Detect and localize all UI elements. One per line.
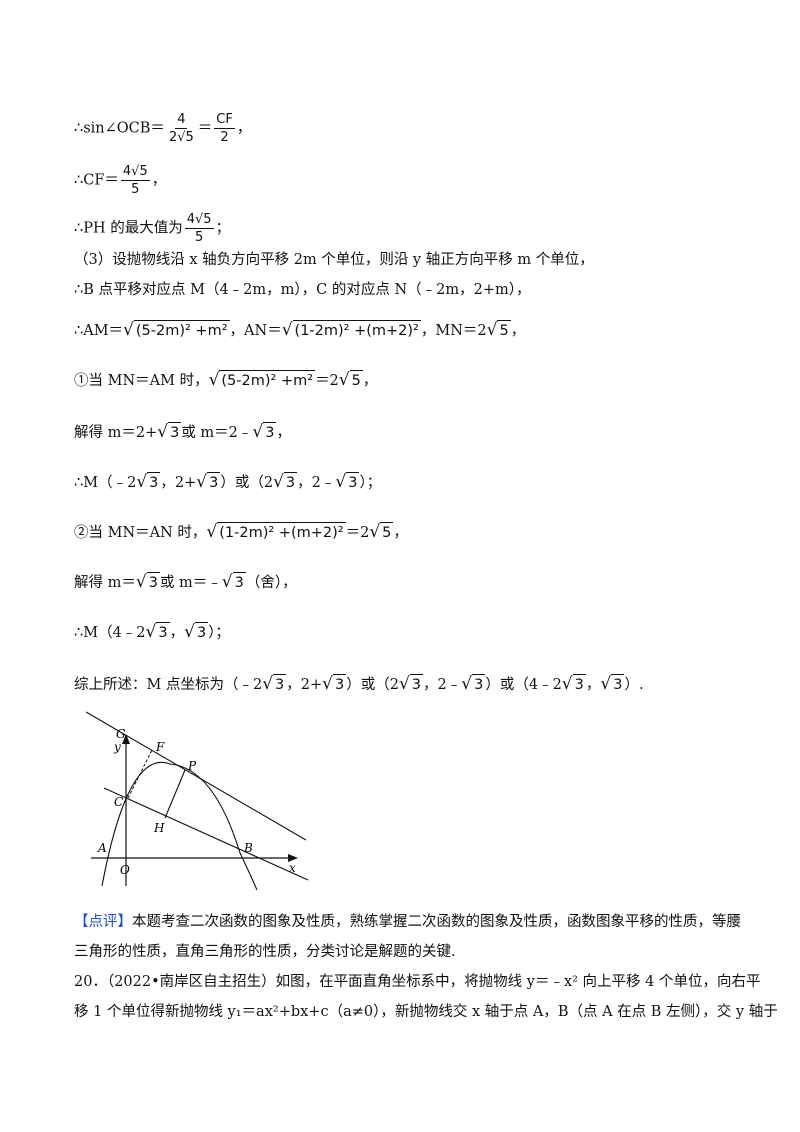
segment-cf-dashed	[127, 749, 153, 799]
label-h: H	[153, 821, 165, 835]
label-p: P	[187, 759, 197, 773]
tangent-line	[86, 711, 307, 841]
line-case1: ①当 MN＝AM 时，√(5-2m)² +m²＝2√5，	[74, 370, 378, 390]
label-c: C	[114, 795, 123, 809]
label-o: O	[120, 863, 130, 877]
segment-ph	[164, 769, 186, 819]
line-summary: 综上所述：M 点坐标为（﹣2√3，2+√3）或（2√3，2﹣√3）或（4﹣2√3…	[74, 674, 644, 694]
y-axis-arrow	[122, 734, 130, 744]
line-case2: ②当 MN＝AN 时，√(1-2m)² +(m+2)²＝2√5，	[74, 522, 408, 542]
label-y: y	[113, 740, 121, 754]
label-a: A	[97, 841, 107, 855]
line-m-result2: ∴M（4﹣2√3，√3）；	[74, 622, 230, 642]
line-translation: ∴B 点平移对应点 M（4﹣2m，m），C 的对应点 N（﹣2m，2+m），	[74, 282, 531, 298]
comment-line-1: 【点评】本题考查二次函数的图象及性质，熟练掌握二次函数的图象及性质，函数图象平移…	[74, 914, 741, 930]
line-cb	[103, 787, 309, 881]
problem20-line-2: 移 1 个单位得新抛物线 y₁＝ax²+bx+c（a≠0），新抛物线交 x 轴于…	[74, 1004, 778, 1020]
label-f: F	[155, 740, 165, 754]
line-m-result1: ∴M（﹣2√3，2+√3）或（2√3，2﹣√3）；	[74, 472, 382, 492]
x-axis-arrow	[288, 854, 298, 862]
label-b: B	[243, 841, 253, 855]
label-x: x	[289, 861, 296, 875]
parabola	[101, 761, 258, 891]
problem20-line-1: 20．（2022•南岸区自主招生）如图，在平面直角坐标系中，将抛物线 y＝﹣x²…	[74, 974, 761, 990]
comment-line-2: 三角形的性质，直角三角形的性质，分类讨论是解题的关键.	[74, 944, 456, 960]
comment-tag: 【点评】	[74, 914, 132, 930]
geometry-figure: G y F P C H A O B x	[86, 711, 309, 891]
line-am-an-mn: ∴AM＝√(5-2m)² +m²，AN＝√(1-2m)² +(m+2)²，MN＝…	[74, 320, 526, 340]
label-g: G	[116, 727, 126, 741]
line-part3: （3）设抛物线沿 x 轴负方向平移 2m 个单位，则沿 y 轴正方向平移 m 个…	[74, 252, 594, 268]
